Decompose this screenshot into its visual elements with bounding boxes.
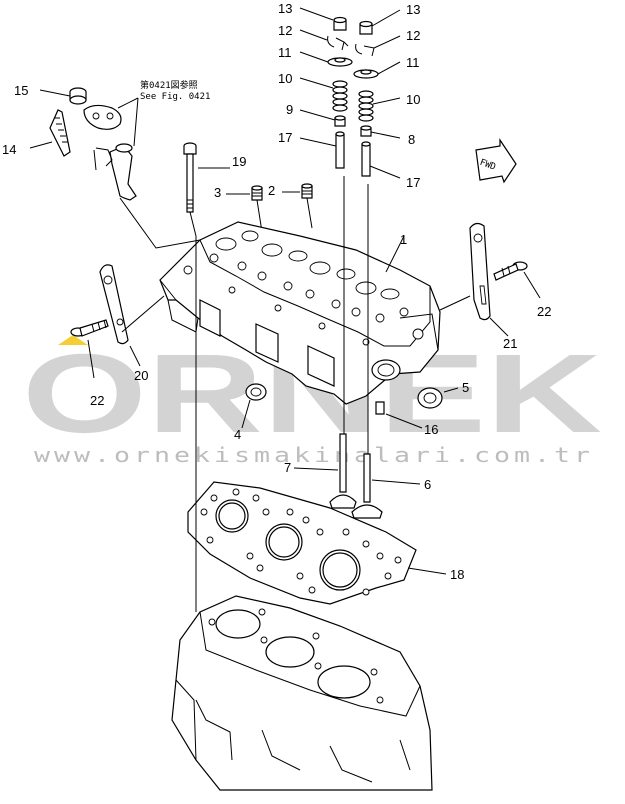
label-2: 2 xyxy=(268,183,275,198)
forward-direction-arrow-icon: FWD xyxy=(475,138,517,184)
label-7: 7 xyxy=(284,460,291,475)
valve-train-group xyxy=(299,7,401,179)
plug-2 xyxy=(301,183,313,199)
collet-13-right xyxy=(359,20,373,35)
seal-8 xyxy=(360,125,372,137)
collet-13-left xyxy=(333,16,347,31)
label-4: 4 xyxy=(234,427,241,442)
label-18: 18 xyxy=(450,567,464,582)
reference-note: 第0421図参照 See Fig. 0421 xyxy=(140,79,210,102)
label-12-right: 12 xyxy=(406,28,420,43)
label-22-right: 22 xyxy=(537,304,551,319)
guide-17-left xyxy=(335,131,345,169)
label-13-left: 13 xyxy=(278,1,292,16)
bolt-22-left xyxy=(70,319,109,337)
label-20: 20 xyxy=(134,368,148,383)
label-22-left: 22 xyxy=(90,393,104,408)
pin-16 xyxy=(375,401,385,415)
keeper-12-right xyxy=(355,43,375,57)
label-10-left: 10 xyxy=(278,71,292,86)
head-gasket-18 xyxy=(187,481,417,605)
label-17-right: 17 xyxy=(406,175,420,190)
part-labels: 13 13 12 12 11 11 10 10 9 8 17 17 15 14 … xyxy=(2,1,551,582)
watermark-url: www.ornekismakinalari.com.tr xyxy=(34,443,594,467)
cylinder-block xyxy=(171,595,433,791)
label-12-left: 12 xyxy=(278,23,292,38)
label-15: 15 xyxy=(14,83,28,98)
injector-body xyxy=(93,143,137,201)
spring-10-left xyxy=(332,80,348,112)
holder-plate xyxy=(83,104,122,130)
label-13-right: 13 xyxy=(406,2,420,17)
label-1: 1 xyxy=(400,232,407,247)
lifting-bracket-20 xyxy=(99,264,129,345)
seal-5 xyxy=(417,387,443,409)
label-3: 3 xyxy=(214,185,221,200)
label-10-right: 10 xyxy=(406,92,420,107)
spring-10-right xyxy=(358,90,374,122)
label-8: 8 xyxy=(408,132,415,147)
watermark-accent-icon xyxy=(58,335,88,345)
label-5: 5 xyxy=(462,380,469,395)
label-11-left: 11 xyxy=(278,45,292,60)
label-11-right: 11 xyxy=(406,55,420,70)
keeper-12-left xyxy=(327,35,349,51)
cylinder-head-1 xyxy=(159,221,441,405)
head-bolt-19 xyxy=(183,142,197,213)
label-16: 16 xyxy=(424,422,438,437)
label-19: 19 xyxy=(232,154,246,169)
stud-14 xyxy=(49,109,71,157)
label-21: 21 xyxy=(503,336,517,351)
reference-note-jp: 第0421図参照 xyxy=(140,79,198,91)
label-6: 6 xyxy=(424,477,431,492)
label-17-left: 17 xyxy=(278,130,292,145)
plug-3 xyxy=(251,185,263,201)
guide-17-right xyxy=(361,141,371,177)
bolt-22-right xyxy=(493,261,528,281)
nut-15 xyxy=(69,87,87,105)
lifting-bracket-21 xyxy=(469,222,491,321)
injector-group: 第0421図参照 See Fig. 0421 xyxy=(29,79,210,249)
label-14: 14 xyxy=(2,142,16,157)
reference-note-en: See Fig. 0421 xyxy=(140,92,210,102)
seal-9 xyxy=(334,115,346,127)
label-9: 9 xyxy=(286,102,293,117)
seal-4 xyxy=(245,383,267,401)
